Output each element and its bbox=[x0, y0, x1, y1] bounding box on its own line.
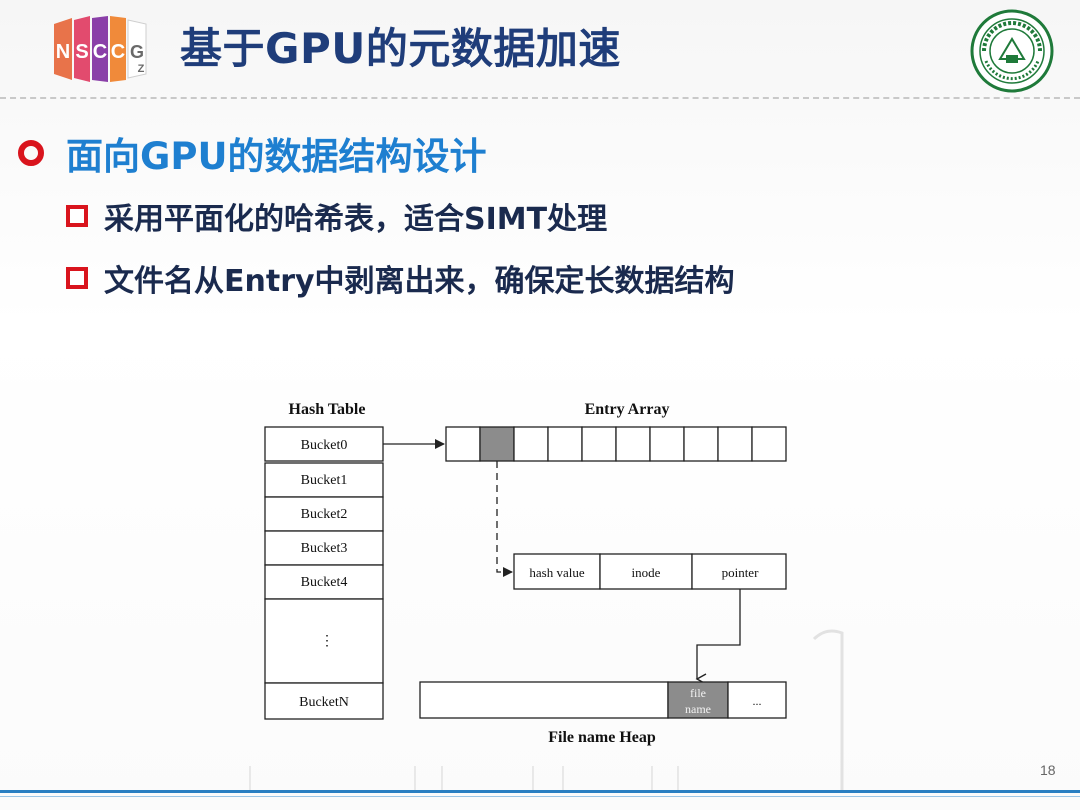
sub-bullet-text: 文件名从Entry中剥离出来，确保定长数据结构 bbox=[104, 264, 735, 299]
svg-text:G: G bbox=[130, 42, 144, 62]
svg-text:C: C bbox=[93, 41, 107, 63]
hash-table bbox=[264, 426, 384, 720]
bucket-label: Bucket2 bbox=[301, 507, 348, 522]
slot-to-entry-dashed-arrow bbox=[496, 461, 513, 577]
university-seal-logo bbox=[970, 9, 1054, 93]
bucket-label: Bucket3 bbox=[301, 541, 348, 556]
bucket-cell bbox=[264, 496, 384, 532]
entry-array bbox=[445, 426, 787, 462]
bucket-ellipsis-cell bbox=[264, 598, 384, 684]
main-bullet: 面向GPU的数据结构设计 bbox=[18, 128, 487, 178]
bucket-cell bbox=[264, 682, 384, 720]
entry-slot bbox=[683, 426, 719, 462]
entry-slot bbox=[717, 426, 753, 462]
slide-title: 基于GPU的元数据加速 bbox=[180, 24, 621, 73]
svg-text:N: N bbox=[56, 41, 70, 63]
file-name-heap bbox=[419, 681, 787, 719]
red-square-bullet-icon bbox=[66, 267, 88, 289]
bucket-label: BucketN bbox=[299, 695, 349, 710]
svg-text:S: S bbox=[75, 41, 88, 63]
footer-line-thin bbox=[0, 796, 1080, 797]
entry-slot bbox=[547, 426, 583, 462]
entry-slot bbox=[649, 426, 685, 462]
file-name-heap-title: File name Heap bbox=[548, 729, 656, 746]
sub-bullet-1: 采用平面化的哈希表，适合SIMT处理 bbox=[66, 196, 608, 237]
entry-field-label: inode bbox=[632, 565, 661, 580]
nsccgz-logo: N S C C G Z bbox=[54, 16, 147, 82]
svg-text:Z: Z bbox=[138, 63, 145, 75]
bucket-cell bbox=[264, 530, 384, 566]
entry-slot bbox=[445, 426, 481, 462]
entry-slot bbox=[513, 426, 549, 462]
entry-slot bbox=[615, 426, 651, 462]
entry-field-cell bbox=[599, 553, 693, 590]
sub-bullet-2: 文件名从Entry中剥离出来，确保定长数据结构 bbox=[66, 258, 735, 299]
entry-slot bbox=[751, 426, 787, 462]
heap-file-label-line2: name bbox=[685, 702, 711, 716]
bucket-label: Bucket4 bbox=[301, 575, 348, 590]
entry-field-label: hash value bbox=[529, 565, 584, 580]
header-divider bbox=[0, 97, 1080, 99]
heap-file-label-line1: file bbox=[690, 686, 706, 700]
heap-cell bbox=[419, 681, 669, 719]
sub-bullet-text: 采用平面化的哈希表，适合SIMT处理 bbox=[104, 202, 608, 237]
main-bullet-text: 面向GPU的数据结构设计 bbox=[66, 135, 487, 178]
entry-struct bbox=[513, 553, 787, 590]
entry-field-cell bbox=[691, 553, 787, 590]
entry-field-cell bbox=[513, 553, 601, 590]
heap-more-label: ... bbox=[753, 694, 762, 708]
entry-slot-highlighted bbox=[479, 426, 515, 462]
decorative-lines bbox=[249, 766, 679, 790]
entry-field-label: pointer bbox=[722, 565, 759, 580]
red-ring-bullet-icon bbox=[18, 140, 44, 166]
svg-text:C: C bbox=[111, 41, 125, 63]
heap-cell bbox=[727, 681, 787, 719]
footer-line bbox=[0, 790, 1080, 793]
bucket-ellipsis: ⋮ bbox=[320, 634, 334, 649]
entry-slot bbox=[581, 426, 617, 462]
hash-table-title: Hash Table bbox=[289, 401, 366, 418]
pointer-to-heap-arrow bbox=[695, 589, 741, 685]
entry-array-title: Entry Array bbox=[585, 401, 670, 418]
decorative-curve bbox=[812, 629, 844, 790]
bucket-label: Bucket1 bbox=[301, 473, 348, 488]
red-square-bullet-icon bbox=[66, 205, 88, 227]
page-number: 18 bbox=[1040, 762, 1056, 778]
bucket-cell bbox=[264, 564, 384, 600]
bucket-cell bbox=[264, 426, 384, 462]
bucket-label: Bucket0 bbox=[301, 438, 348, 453]
heap-cell-file-name bbox=[667, 681, 729, 719]
